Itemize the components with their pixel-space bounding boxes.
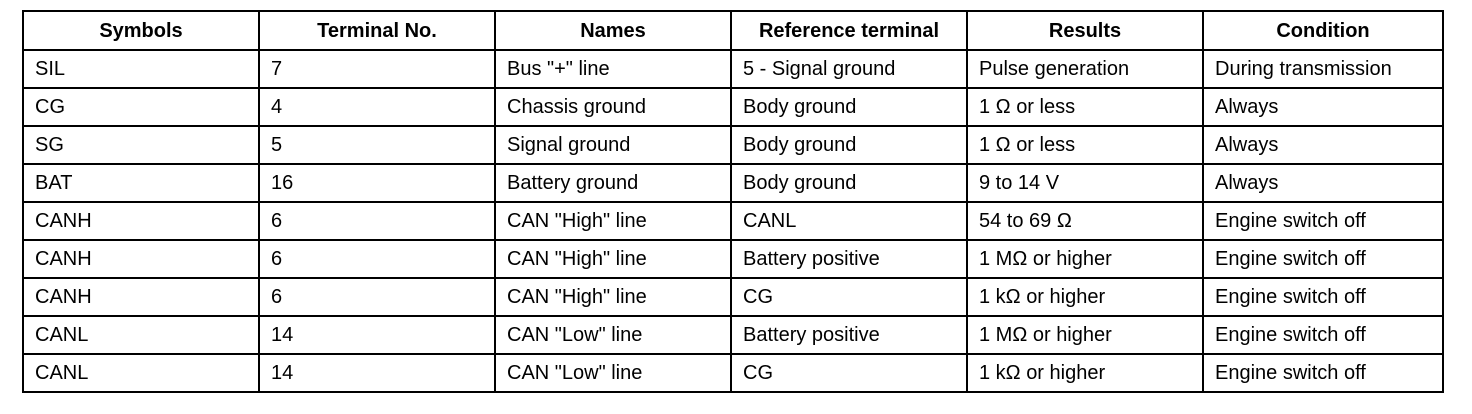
cell-condition: Always — [1202, 87, 1444, 127]
cell-symbol: CG — [22, 87, 260, 127]
cell-condition: Always — [1202, 163, 1444, 203]
cell-result: 1 Ω or less — [966, 125, 1204, 165]
cell-condition: Engine switch off — [1202, 353, 1444, 393]
cell-result: 1 kΩ or higher — [966, 277, 1204, 317]
cell-reference-terminal: Battery positive — [730, 315, 968, 355]
header-names: Names — [494, 10, 732, 51]
cell-symbol: SG — [22, 125, 260, 165]
cell-symbol: CANH — [22, 201, 260, 241]
cell-result: 1 MΩ or higher — [966, 315, 1204, 355]
cell-reference-terminal: 5 - Signal ground — [730, 49, 968, 89]
cell-reference-terminal: Body ground — [730, 125, 968, 165]
header-row: Symbols Terminal No. Names Reference ter… — [22, 10, 1444, 51]
cell-reference-terminal: CG — [730, 353, 968, 393]
cell-reference-terminal: CG — [730, 277, 968, 317]
cell-name: CAN "High" line — [494, 277, 732, 317]
terminal-table-container: Symbols Terminal No. Names Reference ter… — [22, 10, 1444, 393]
cell-symbol: BAT — [22, 163, 260, 203]
cell-result: 1 kΩ or higher — [966, 353, 1204, 393]
cell-terminal-no: 6 — [258, 277, 496, 317]
header-symbols: Symbols — [22, 10, 260, 51]
table-row: CANL 14 CAN "Low" line Battery positive … — [22, 315, 1444, 355]
table-row: SIL 7 Bus "+" line 5 - Signal ground Pul… — [22, 49, 1444, 89]
table-row: CANH 6 CAN "High" line CANL 54 to 69 Ω E… — [22, 201, 1444, 241]
cell-result: 54 to 69 Ω — [966, 201, 1204, 241]
cell-name: Signal ground — [494, 125, 732, 165]
cell-result: Pulse generation — [966, 49, 1204, 89]
table-row: CANL 14 CAN "Low" line CG 1 kΩ or higher… — [22, 353, 1444, 393]
cell-result: 9 to 14 V — [966, 163, 1204, 203]
header-condition: Condition — [1202, 10, 1444, 51]
header-reference-terminal: Reference terminal — [730, 10, 968, 51]
cell-terminal-no: 6 — [258, 239, 496, 279]
cell-result: 1 MΩ or higher — [966, 239, 1204, 279]
cell-terminal-no: 6 — [258, 201, 496, 241]
cell-name: Battery ground — [494, 163, 732, 203]
cell-symbol: CANL — [22, 353, 260, 393]
cell-terminal-no: 7 — [258, 49, 496, 89]
cell-reference-terminal: CANL — [730, 201, 968, 241]
cell-condition: Always — [1202, 125, 1444, 165]
cell-condition: Engine switch off — [1202, 315, 1444, 355]
cell-name: CAN "High" line — [494, 239, 732, 279]
cell-terminal-no: 14 — [258, 315, 496, 355]
cell-terminal-no: 16 — [258, 163, 496, 203]
cell-name: Bus "+" line — [494, 49, 732, 89]
header-results: Results — [966, 10, 1204, 51]
cell-condition: During transmission — [1202, 49, 1444, 89]
table-header: Symbols Terminal No. Names Reference ter… — [22, 10, 1444, 51]
cell-symbol: CANL — [22, 315, 260, 355]
cell-terminal-no: 14 — [258, 353, 496, 393]
cell-condition: Engine switch off — [1202, 201, 1444, 241]
cell-symbol: CANH — [22, 239, 260, 279]
cell-condition: Engine switch off — [1202, 277, 1444, 317]
cell-reference-terminal: Battery positive — [730, 239, 968, 279]
cell-terminal-no: 4 — [258, 87, 496, 127]
cell-name: CAN "Low" line — [494, 315, 732, 355]
terminal-inspection-table: Symbols Terminal No. Names Reference ter… — [22, 10, 1444, 393]
cell-name: CAN "High" line — [494, 201, 732, 241]
table-row: CG 4 Chassis ground Body ground 1 Ω or l… — [22, 87, 1444, 127]
cell-name: Chassis ground — [494, 87, 732, 127]
cell-symbol: CANH — [22, 277, 260, 317]
cell-terminal-no: 5 — [258, 125, 496, 165]
table-row: CANH 6 CAN "High" line Battery positive … — [22, 239, 1444, 279]
header-terminal-no: Terminal No. — [258, 10, 496, 51]
cell-result: 1 Ω or less — [966, 87, 1204, 127]
table-row: BAT 16 Battery ground Body ground 9 to 1… — [22, 163, 1444, 203]
table-row: SG 5 Signal ground Body ground 1 Ω or le… — [22, 125, 1444, 165]
table-body: SIL 7 Bus "+" line 5 - Signal ground Pul… — [22, 49, 1444, 393]
table-row: CANH 6 CAN "High" line CG 1 kΩ or higher… — [22, 277, 1444, 317]
cell-name: CAN "Low" line — [494, 353, 732, 393]
cell-reference-terminal: Body ground — [730, 163, 968, 203]
cell-symbol: SIL — [22, 49, 260, 89]
cell-reference-terminal: Body ground — [730, 87, 968, 127]
cell-condition: Engine switch off — [1202, 239, 1444, 279]
